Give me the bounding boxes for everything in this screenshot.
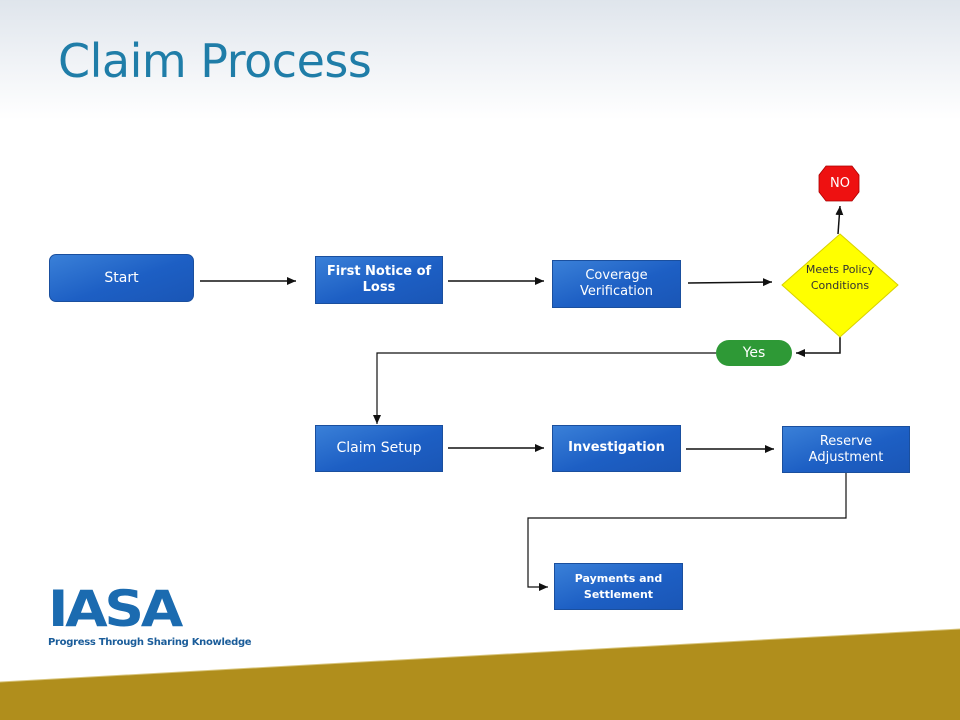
decision-label: Meets Policy Conditions	[805, 263, 875, 292]
yes-badge[interactable]: Yes	[716, 340, 792, 366]
no-octagon	[818, 165, 860, 202]
arrow-decision-to-yes	[796, 337, 841, 357]
slide-title: Claim Process	[58, 34, 372, 88]
logo-wordmark: IASA	[48, 580, 183, 638]
header-background	[0, 0, 960, 120]
logo-tagline: Progress Through Sharing Knowledge	[48, 637, 252, 648]
arrow-coverage-to-decision	[687, 278, 773, 287]
arrow-reserve-to-payments	[527, 473, 847, 591]
yes-badge-label: Yes	[742, 345, 766, 361]
no-label: NO	[830, 176, 850, 191]
arrow-decision-to-no	[835, 205, 844, 235]
arrow-yes-to-claim-setup	[373, 352, 716, 424]
decision-diamond	[781, 233, 899, 338]
iasa-logo: IASA Progress Through Sharing Knowledge	[48, 580, 252, 653]
